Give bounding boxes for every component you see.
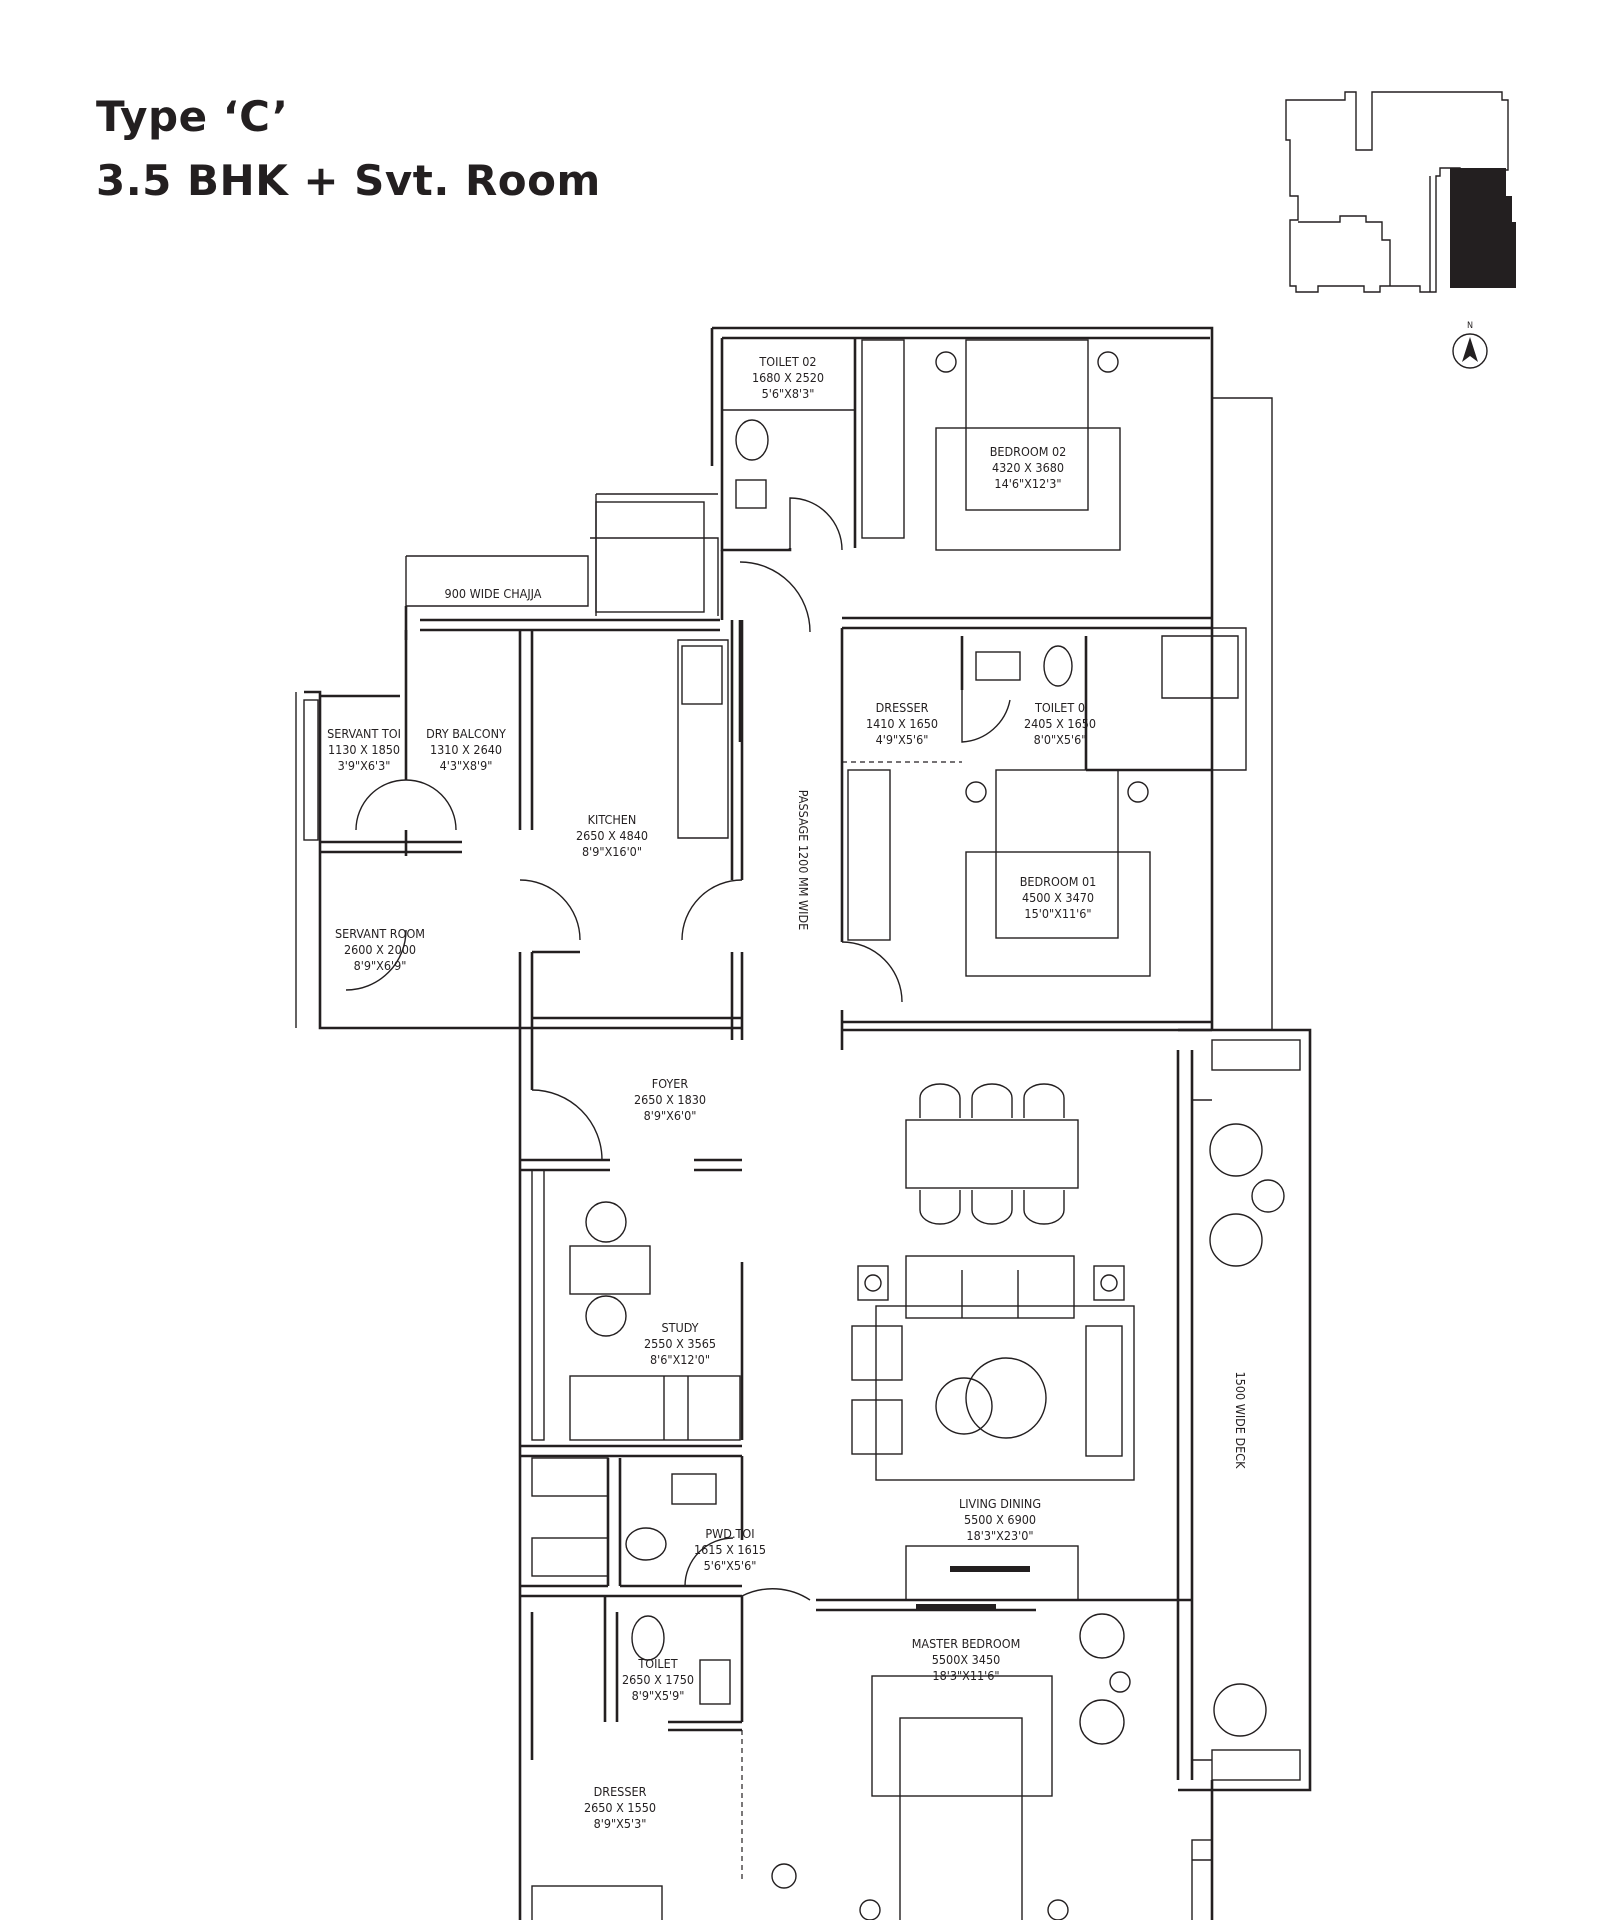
room-label-text: TOILET bbox=[637, 1656, 677, 1671]
walls bbox=[295, 326, 1312, 1920]
room-label-text: 4320 X 3680 bbox=[992, 460, 1064, 475]
room-bedroom-01: BEDROOM 01 4500 X 3470 15'0"X11'6" bbox=[1020, 874, 1097, 921]
room-label-text: TOILET 02 bbox=[758, 354, 816, 369]
room-label-text: BEDROOM 01 bbox=[1020, 874, 1097, 889]
washbasin-icon bbox=[671, 1473, 717, 1505]
north-label: N bbox=[1467, 321, 1473, 331]
wc-icon bbox=[625, 1527, 667, 1561]
room-label-text: STUDY bbox=[661, 1320, 698, 1335]
room-label-text: 3'9"X6'3" bbox=[338, 758, 391, 773]
bed-icon bbox=[899, 1717, 1023, 1920]
room-dresser-2: DRESSER 2650 X 1550 8'9"X5'3" bbox=[584, 1784, 656, 1831]
room-label-text: 4'3"X8'9" bbox=[440, 758, 493, 773]
room-label-text: 5'6"X5'6" bbox=[704, 1558, 757, 1573]
room-label-text: 2650 X 1750 bbox=[622, 1672, 694, 1687]
washbasin-icon bbox=[735, 479, 767, 509]
room-label-text: 2650 X 1550 bbox=[584, 1800, 656, 1815]
room-label-text: LIVING DINING bbox=[959, 1496, 1041, 1511]
washbasin-icon bbox=[699, 1659, 731, 1705]
room-label-text: 8'9"X5'3" bbox=[594, 1816, 647, 1831]
room-label-text: 2650 X 1830 bbox=[634, 1092, 706, 1107]
room-foyer: FOYER 2650 X 1830 8'9"X6'0" bbox=[634, 1076, 706, 1123]
room-kitchen: KITCHEN 2650 X 4840 8'9"X16'0" bbox=[576, 812, 648, 859]
room-label-text: DRESSER bbox=[876, 700, 929, 715]
room-label-text: 5500 X 6900 bbox=[964, 1512, 1036, 1527]
coffee-table bbox=[965, 1357, 1047, 1439]
room-label-text: 2550 X 3565 bbox=[644, 1336, 716, 1351]
room-label-text: PASSAGE 1200 MM WIDE bbox=[796, 790, 811, 930]
room-label-text: 8'6"X12'0" bbox=[650, 1352, 710, 1367]
room-chajja: 900 WIDE CHAJJA bbox=[445, 586, 542, 601]
room-label-text: MASTER BEDROOM bbox=[912, 1636, 1021, 1651]
wc-icon bbox=[735, 419, 769, 461]
room-label-text: 1410 X 1650 bbox=[866, 716, 938, 731]
room-toilet: TOILET 2650 X 1750 8'9"X5'9" bbox=[622, 1656, 694, 1703]
room-label-text: 2405 X 1650 bbox=[1024, 716, 1096, 731]
room-bedroom-02: BEDROOM 02 4320 X 3680 14'6"X12'3" bbox=[990, 444, 1067, 491]
washbasin-icon bbox=[975, 651, 1021, 681]
room-living-dining: LIVING DINING 5500 X 6900 18'3"X23'0" bbox=[959, 1496, 1041, 1543]
unit-type-title: Type ‘C’ bbox=[96, 92, 289, 141]
room-label-text: 1615 X 1615 bbox=[694, 1542, 766, 1557]
room-label-text: 1130 X 1850 bbox=[328, 742, 400, 757]
room-label-text: DRY BALCONY bbox=[426, 726, 506, 741]
room-label-text: 1680 X 2520 bbox=[752, 370, 824, 385]
room-label-text: 8'9"X6'9" bbox=[354, 958, 407, 973]
sofa-icon bbox=[905, 1255, 1075, 1319]
north-arrow-icon: N bbox=[1452, 321, 1488, 369]
room-label-text: 1500 WIDE DECK bbox=[1233, 1372, 1248, 1470]
room-label-text: 18'3"X23'0" bbox=[966, 1528, 1033, 1543]
furniture bbox=[303, 339, 1285, 1920]
room-label-text: 5500X 3450 bbox=[932, 1652, 1001, 1667]
wc-icon bbox=[1043, 645, 1073, 687]
room-label-text: TOILET 0 bbox=[1034, 700, 1085, 715]
room-label-text: 900 WIDE CHAJJA bbox=[445, 586, 542, 601]
room-labels: TOILET 02 1680 X 2520 5'6"X8'3" BEDROOM … bbox=[327, 354, 1248, 1831]
room-label-text: SERVANT ROOM bbox=[335, 926, 425, 941]
room-label-text: KITCHEN bbox=[588, 812, 637, 827]
room-toilet-02: TOILET 02 1680 X 2520 5'6"X8'3" bbox=[752, 354, 824, 401]
room-label-text: 8'9"X16'0" bbox=[582, 844, 642, 859]
room-label-text: 1310 X 2640 bbox=[430, 742, 502, 757]
room-pwd-toi: PWD.TOI 1615 X 1615 5'6"X5'6" bbox=[694, 1526, 766, 1573]
bed-icon bbox=[995, 769, 1119, 939]
dining-chairs bbox=[919, 1083, 1065, 1225]
room-label-text: 2600 X 2000 bbox=[344, 942, 416, 957]
room-dry-balcony: DRY BALCONY 1310 X 2640 4'3"X8'9" bbox=[426, 726, 506, 773]
room-servant-room: SERVANT ROOM 2600 X 2000 8'9"X6'9" bbox=[335, 926, 425, 973]
room-label-text: 4'9"X5'6" bbox=[876, 732, 929, 747]
room-label-text: BEDROOM 02 bbox=[990, 444, 1067, 459]
room-label-text: 4500 X 3470 bbox=[1022, 890, 1094, 905]
room-study: STUDY 2550 X 3565 8'6"X12'0" bbox=[644, 1320, 716, 1367]
room-servant-toi: SERVANT TOI 1130 X 1850 3'9"X6'3" bbox=[327, 726, 401, 773]
room-dresser-1: DRESSER 1410 X 1650 4'9"X5'6" bbox=[866, 700, 938, 747]
room-label-text: 15'0"X11'6" bbox=[1024, 906, 1091, 921]
door-swings bbox=[345, 497, 1011, 1664]
room-deck: 1500 WIDE DECK bbox=[1233, 1372, 1248, 1470]
room-label-text: SERVANT TOI bbox=[327, 726, 401, 741]
room-label-text: 2650 X 4840 bbox=[576, 828, 648, 843]
room-label-text: 14'6"X12'3" bbox=[994, 476, 1061, 491]
dining-table bbox=[905, 1119, 1079, 1189]
room-label-text: 5'6"X8'3" bbox=[762, 386, 815, 401]
room-label-text: FOYER bbox=[652, 1076, 689, 1091]
room-passage: PASSAGE 1200 MM WIDE bbox=[796, 790, 811, 930]
room-label-text: 18'3"X11'6" bbox=[932, 1668, 999, 1683]
unit-config-title: 3.5 BHK + Svt. Room bbox=[96, 156, 601, 205]
room-label-text: 8'9"X5'9" bbox=[632, 1688, 685, 1703]
key-plan bbox=[1285, 91, 1516, 293]
wc-icon bbox=[631, 1615, 665, 1661]
room-label-text: 8'9"X6'0" bbox=[644, 1108, 697, 1123]
room-toilet-0: TOILET 0 2405 X 1650 8'0"X5'6" bbox=[1024, 700, 1096, 747]
bed-icon bbox=[965, 339, 1089, 511]
room-master-bedroom: MASTER BEDROOM 5500X 3450 18'3"X11'6" bbox=[912, 1636, 1021, 1683]
room-label-text: DRESSER bbox=[594, 1784, 647, 1799]
room-label-text: PWD.TOI bbox=[705, 1526, 754, 1541]
room-label-text: 8'0"X5'6" bbox=[1034, 732, 1087, 747]
